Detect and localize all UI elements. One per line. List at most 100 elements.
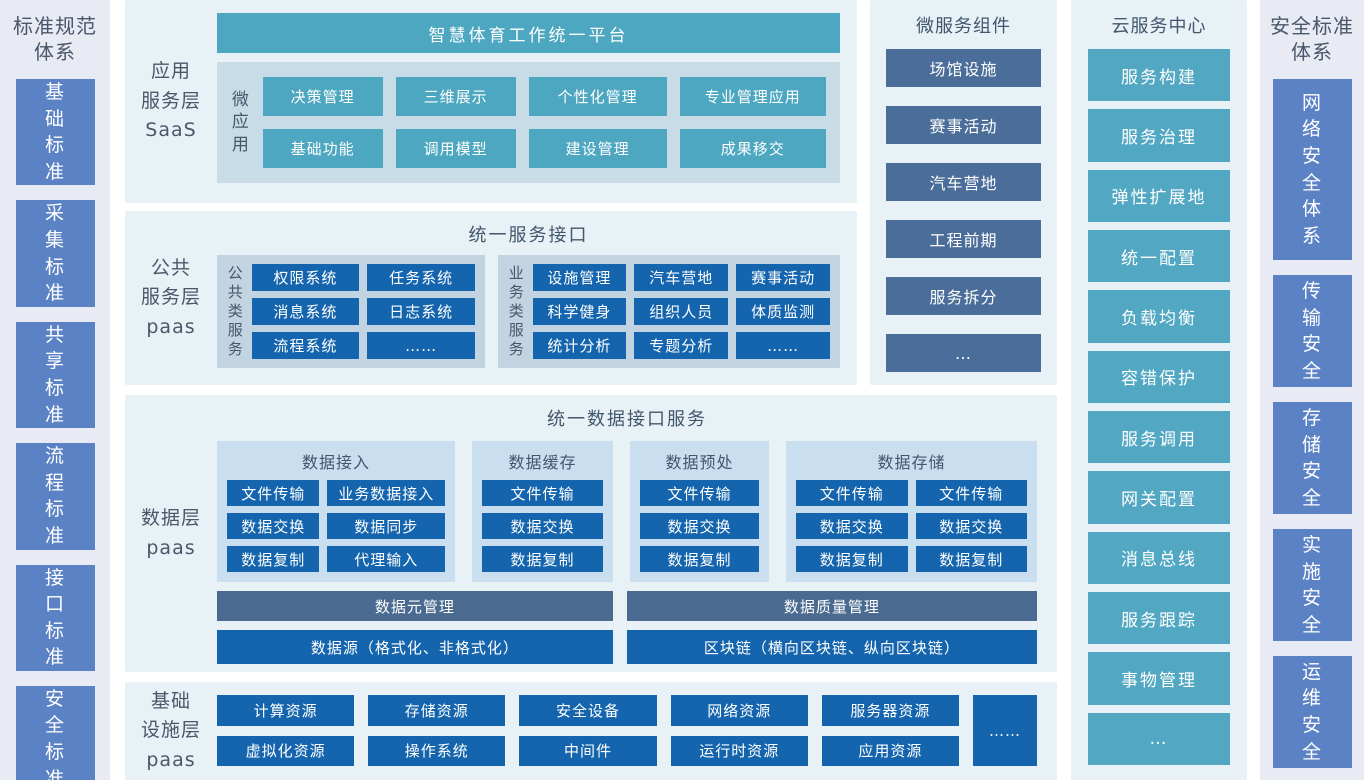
data-replication: 数据复制 xyxy=(796,546,908,572)
data-exchange: 数据交换 xyxy=(796,513,908,539)
security-box-network: 网络安全体系 xyxy=(1272,79,1352,261)
service-log: 日志系统 xyxy=(367,298,475,325)
data-replication: 数据复制 xyxy=(640,546,759,572)
standards-pillar: 标准规范 体系 基础标准 采集标准 共享标准 流程标准 接口标准 安全标准 xyxy=(0,0,110,780)
app-button-model: 调用模型 xyxy=(395,129,516,168)
micro-camp: 汽车营地 xyxy=(886,163,1041,201)
cloud-more: … xyxy=(1088,712,1230,765)
micro-event: 赛事活动 xyxy=(886,106,1041,144)
title-line: 体系 xyxy=(1291,40,1333,64)
data-file-transfer: 文件传输 xyxy=(227,480,320,506)
standard-box-share: 共享标准 xyxy=(15,321,95,429)
infra-application: 应用资源 xyxy=(821,735,959,766)
micro-split: 服务拆分 xyxy=(886,277,1041,315)
data-group-storage: 数据存储 文件传输 文件传输 数据交换 数据交换 数据复制 数据复制 xyxy=(786,441,1037,582)
infra-os: 操作系统 xyxy=(368,735,506,766)
cloud-service-list: 服务构建 服务治理 弹性扩展地 统一配置 负载均衡 容错保护 服务调用 网关配置… xyxy=(1088,49,1230,765)
infra-virtualization: 虚拟化资源 xyxy=(217,735,355,766)
data-group-access: 数据接入 文件传输 业务数据接入 数据交换 数据同步 数据复制 代理输入 xyxy=(217,441,455,582)
saas-paas-stack: 应用 服务层 SaaS 智慧体育工作统一平台 微应用 决策管理 三维展示 个性化… xyxy=(125,0,857,385)
title-line: 安全标准 xyxy=(1270,14,1354,38)
data-file-transfer: 文件传输 xyxy=(796,480,908,506)
cloud-governance: 服务治理 xyxy=(1088,109,1230,162)
business-services-panel: 业务类服务 设施管理 汽车营地 赛事活动 科学健身 组织人员 体质监测 统计分析 xyxy=(498,255,840,368)
common-services-grid: 权限系统 任务系统 消息系统 日志系统 流程系统 …… xyxy=(251,264,475,359)
micro-app-side-label: 微应用 xyxy=(231,90,249,155)
metadata-management-bar: 数据元管理 xyxy=(217,591,613,621)
data-file-transfer: 文件传输 xyxy=(482,480,603,506)
public-service-layer: 公共 服务层 paas 统一服务接口 公共类服务 权限系统 任务系统 xyxy=(125,211,857,385)
app-button-decision: 决策管理 xyxy=(262,77,383,116)
standard-box-process: 流程标准 xyxy=(15,443,95,550)
infra-runtime: 运行时资源 xyxy=(670,735,808,766)
standards-list: 基础标准 采集标准 共享标准 流程标准 接口标准 安全标准 xyxy=(15,79,95,780)
cloud-message-bus: 消息总线 xyxy=(1088,531,1230,584)
application-layer-content: 智慧体育工作统一平台 微应用 决策管理 三维展示 个性化管理 专业管理应用 基础… xyxy=(217,0,857,203)
service-camp: 汽车营地 xyxy=(634,264,729,291)
standard-box-interface: 接口标准 xyxy=(15,564,95,671)
service-more: …… xyxy=(367,332,475,359)
standard-box-security: 安全标准 xyxy=(15,685,95,780)
security-box-storage: 存储安全 xyxy=(1272,402,1352,515)
public-layer-label: 公共 服务层 paas xyxy=(140,256,201,338)
infra-more: …… xyxy=(972,695,1037,766)
service-permission: 权限系统 xyxy=(251,264,360,291)
security-box-operations: 运维安全 xyxy=(1272,656,1352,768)
service-event: 赛事活动 xyxy=(736,264,830,291)
common-services-side-label: 公共类服务 xyxy=(227,264,243,358)
cloud-elastic-scaling: 弹性扩展地 xyxy=(1088,169,1230,222)
micro-preproject: 工程前期 xyxy=(886,220,1041,258)
infra-middleware: 中间件 xyxy=(519,735,657,766)
top-row: 应用 服务层 SaaS 智慧体育工作统一平台 微应用 决策管理 三维展示 个性化… xyxy=(125,0,1057,385)
cloud-service-tracking: 服务跟踪 xyxy=(1088,591,1230,645)
microservices-title: 微服务组件 xyxy=(916,16,1011,37)
infrastructure-layer: 基础 设施层 paas 计算资源 存储资源 安全设备 网络资源 服务器资源 ……… xyxy=(125,682,1057,780)
data-groups-row: 数据接入 文件传输 业务数据接入 数据交换 数据同步 数据复制 代理输入 数据缓… xyxy=(217,441,1037,582)
cloud-load-balance: 负载均衡 xyxy=(1088,290,1230,343)
infrastructure-layer-label: 基础 设施层 paas xyxy=(140,689,201,771)
infra-compute: 计算资源 xyxy=(217,695,355,726)
security-box-transmission: 传输安全 xyxy=(1272,275,1352,388)
data-file-transfer: 文件传输 xyxy=(915,480,1027,506)
app-button-construction: 建设管理 xyxy=(528,129,667,168)
service-groups-row: 公共类服务 权限系统 任务系统 消息系统 日志系统 流程系统 …… xyxy=(217,255,840,368)
service-message: 消息系统 xyxy=(251,298,360,325)
micro-more: … xyxy=(886,334,1041,372)
data-layer-content: 统一数据接口服务 数据接入 文件传输 业务数据接入 数据交换 数据同步 数据复制… xyxy=(217,395,1057,672)
cloud-transaction: 事物管理 xyxy=(1088,652,1230,705)
standard-box-basic: 基础标准 xyxy=(15,79,95,186)
service-special-analysis: 专题分析 xyxy=(634,332,729,359)
data-group-cache: 数据缓存 文件传输 数据交换 数据复制 xyxy=(472,441,613,582)
service-fitness: 科学健身 xyxy=(532,298,627,325)
app-button-basic: 基础功能 xyxy=(262,129,383,168)
service-workflow: 流程系统 xyxy=(251,332,360,359)
app-button-3d: 三维展示 xyxy=(395,77,516,116)
unified-data-interface-title: 统一数据接口服务 xyxy=(547,409,707,430)
data-replication: 数据复制 xyxy=(227,546,320,572)
infrastructure-grid: 计算资源 存储资源 安全设备 网络资源 服务器资源 …… 虚拟化资源 操作系统 … xyxy=(217,695,1037,766)
cloud-gateway-config: 网关配置 xyxy=(1088,471,1230,524)
data-file-transfer: 文件传输 xyxy=(640,480,759,506)
micro-app-grid: 决策管理 三维展示 个性化管理 专业管理应用 基础功能 调用模型 建设管理 成果… xyxy=(262,77,826,168)
data-exchange: 数据交换 xyxy=(915,513,1027,539)
data-replication: 数据复制 xyxy=(482,546,603,572)
security-box-implementation: 实施安全 xyxy=(1272,529,1352,642)
security-standards-pillar: 安全标准 体系 网络安全体系 传输安全 存储安全 实施安全 运维安全 xyxy=(1260,0,1364,780)
cloud-service-call: 服务调用 xyxy=(1088,410,1230,464)
micro-app-panel: 微应用 决策管理 三维展示 个性化管理 专业管理应用 基础功能 调用模型 建设管… xyxy=(217,62,840,183)
common-services-panel: 公共类服务 权限系统 任务系统 消息系统 日志系统 流程系统 …… xyxy=(217,255,485,368)
cloud-build: 服务构建 xyxy=(1088,49,1230,102)
cloud-unified-config: 统一配置 xyxy=(1088,229,1230,283)
application-layer-label: 应用 服务层 SaaS xyxy=(140,60,201,142)
cloud-service-column: 云服务中心 服务构建 服务治理 弹性扩展地 统一配置 负载均衡 容错保护 服务调… xyxy=(1071,0,1247,780)
blockchain-bar: 区块链（横向区块链、纵向区块链） xyxy=(626,630,1037,664)
security-standards-list: 网络安全体系 传输安全 存储安全 实施安全 运维安全 xyxy=(1272,79,1352,768)
service-personnel: 组织人员 xyxy=(634,298,729,325)
microservices-column: 微服务组件 场馆设施 赛事活动 汽车营地 工程前期 服务拆分 … xyxy=(870,0,1057,385)
service-facility: 设施管理 xyxy=(532,264,627,291)
standard-box-collect: 采集标准 xyxy=(15,200,95,307)
standards-pillar-title: 标准规范 体系 xyxy=(13,13,97,65)
unified-service-interface-title: 统一服务接口 xyxy=(468,225,589,246)
data-manage-bars: 数据元管理 数据质量管理 xyxy=(217,591,1037,621)
